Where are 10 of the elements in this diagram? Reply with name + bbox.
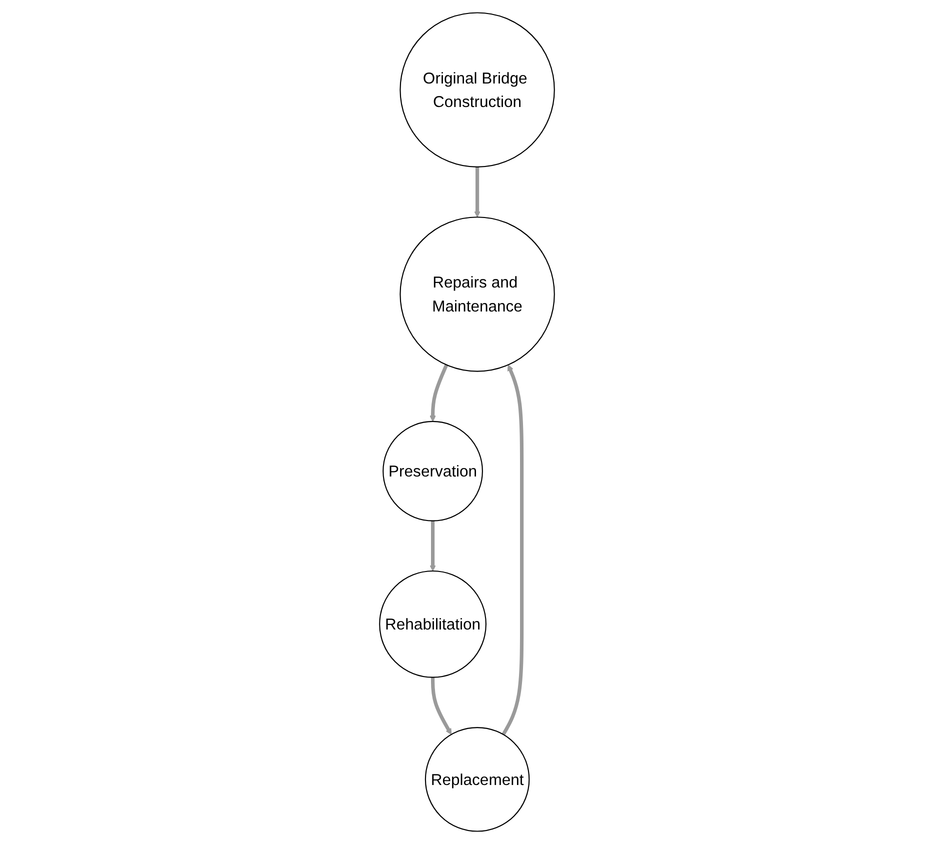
node-circle: Repairs and Maintenance (399, 216, 554, 372)
node-circle: Preservation (382, 420, 482, 522)
node-circle: Rehabilitation (378, 570, 486, 678)
arrow (501, 364, 524, 736)
arrow (474, 166, 480, 218)
node-circle: Original Bridge Construction (399, 12, 554, 168)
arrow (429, 364, 448, 422)
node-circle: Replacement (424, 727, 530, 832)
arrow (430, 677, 452, 735)
arrow (429, 520, 436, 572)
